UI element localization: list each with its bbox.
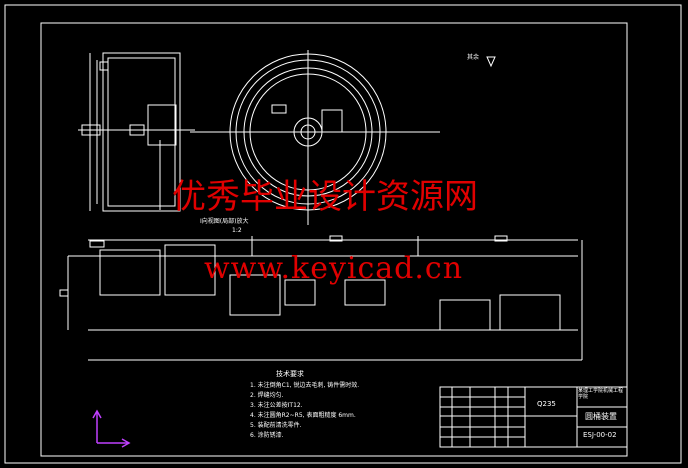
- tech-requirement-item: 5. 装配前清洗零件.: [250, 422, 302, 429]
- tech-requirement-item: 6. 涂防锈漆.: [250, 432, 284, 439]
- material-label: Q235: [537, 400, 556, 408]
- tech-requirements-heading: 技术要求: [276, 370, 304, 378]
- tech-requirement-item: 3. 未注公差按IT12.: [250, 402, 303, 409]
- tech-requirement-item: 2. 焊缝均匀.: [250, 392, 284, 399]
- surface-mark-label: 其余: [467, 54, 480, 61]
- drawing-number: ESJ-00-02: [583, 431, 617, 439]
- tech-requirement-item: 1. 未注倒角C1, 锐边去毛刺, 铸件需时效.: [250, 382, 360, 389]
- title-block-frame: [439, 386, 628, 448]
- watermark-url: www.keyicad.cn: [204, 251, 464, 286]
- drawing-name: 圆桶装置: [585, 412, 617, 421]
- top-circular-view: [190, 50, 440, 225]
- surface-roughness-symbol: [486, 56, 496, 68]
- view-label: I向视图(局部)放大: [200, 218, 249, 225]
- sheet-border: [4, 4, 682, 464]
- long-section-view: [59, 235, 583, 361]
- drawing-frame: [40, 22, 628, 457]
- tech-requirement-item: 4. 未注圆角R2~R5, 表面粗糙度 6mm.: [250, 412, 356, 419]
- ucs-axis-icon: [92, 409, 131, 448]
- side-section-view: [78, 52, 195, 212]
- watermark-site-name: 优秀毕业设计资源网: [172, 177, 478, 217]
- school-label: 某理工学院机械工程学院: [578, 388, 624, 400]
- scale-label: 1:2: [232, 227, 242, 234]
